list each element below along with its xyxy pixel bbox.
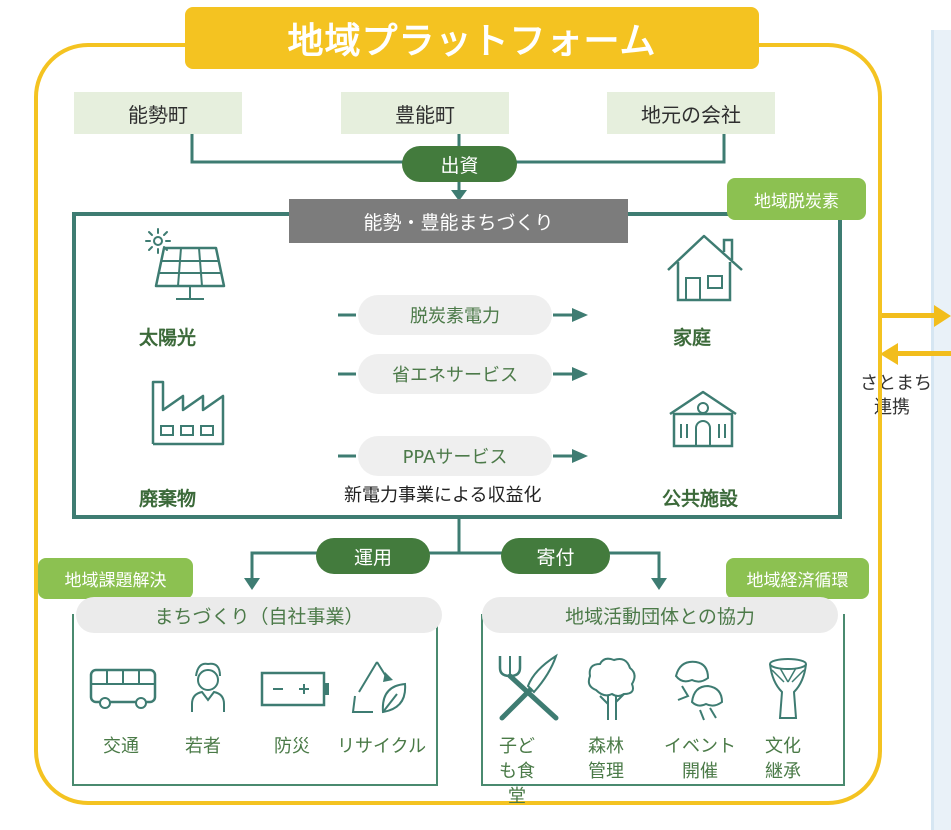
service-ppa: PPAサービス [358, 436, 552, 476]
town-development-box [72, 614, 438, 786]
town-development-header: まちづくり（自社事業） [76, 597, 442, 633]
community-box [481, 614, 845, 786]
community-header: 地域活動団体との協力 [482, 597, 838, 633]
source-solar: 太陽光 [139, 327, 197, 349]
festival-icon [674, 660, 724, 721]
factory-icon [151, 380, 225, 446]
service-energy-saving: 省エネサービス [358, 354, 552, 394]
flow-donate: 寄付 [501, 538, 610, 574]
consumer-public-facility: 公共施設 [662, 488, 739, 510]
company-name: 能勢・豊能まちづくり [289, 199, 628, 243]
bus-icon [89, 668, 157, 709]
label-forest: 森林 管理 [588, 736, 624, 782]
arrow-right [882, 313, 940, 318]
arrow-left-head [880, 343, 898, 365]
recycle-icon [351, 661, 407, 714]
tag-issues: 地域課題解決 [38, 558, 193, 599]
consumer-home: 家庭 [673, 327, 712, 349]
flow-operate: 運用 [316, 538, 430, 574]
label-event: イベント 開催 [664, 736, 736, 782]
side-text-renkei: 連携 [874, 397, 910, 418]
investor-toyono: 豊能町 [341, 92, 509, 134]
tag-economy: 地域経済循環 [726, 558, 869, 599]
page-title: 地域プラットフォーム [185, 7, 759, 69]
label-disaster: 防災 [274, 736, 310, 757]
revenue-note: 新電力事業による収益化 [344, 485, 542, 506]
right-panel [931, 30, 951, 830]
person-icon [191, 662, 225, 712]
investor-local-company: 地元の会社 [607, 92, 775, 134]
solar-panel-icon [154, 246, 226, 300]
label-kids-cafeteria: 子ど も食 堂 [499, 736, 535, 807]
arrow-left [895, 351, 951, 356]
source-waste: 廃棄物 [139, 488, 197, 510]
arrow-right-head [934, 305, 951, 327]
invest-label: 出資 [402, 146, 517, 182]
label-transport: 交通 [103, 736, 139, 757]
investor-nose: 能勢町 [74, 92, 242, 134]
tag-decarbon: 地域脱炭素 [727, 178, 866, 220]
label-recycle: リサイクル [337, 736, 427, 757]
school-icon [669, 390, 737, 448]
drum-icon [769, 658, 807, 719]
house-icon [667, 234, 743, 302]
battery-icon [260, 671, 329, 707]
service-clean-power: 脱炭素電力 [358, 295, 552, 335]
label-youth: 若者 [185, 736, 221, 757]
fork-knife-icon [498, 653, 559, 721]
tree-icon [587, 657, 636, 720]
label-culture: 文化 継承 [765, 736, 801, 782]
